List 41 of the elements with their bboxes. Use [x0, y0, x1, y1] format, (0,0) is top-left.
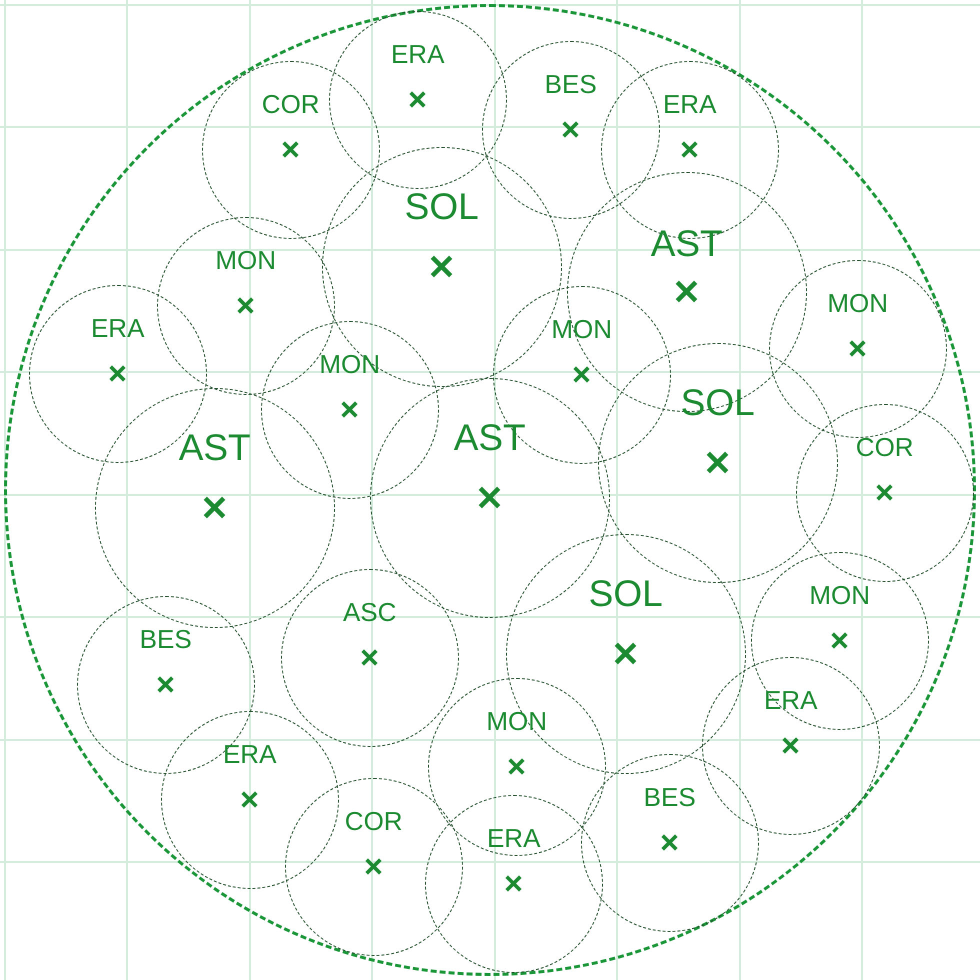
range-circle: [751, 552, 929, 730]
range-circle: [428, 678, 606, 856]
range-circle: [769, 260, 947, 438]
range-circle: [329, 11, 507, 189]
circle-label: COR: [856, 434, 914, 460]
range-circle: [95, 388, 335, 628]
range-circle: [796, 404, 974, 582]
circle-label: ERA: [764, 686, 818, 713]
circle-label: ERA: [662, 90, 716, 117]
circle-label: ASC: [342, 598, 396, 625]
circle-label: BES: [644, 784, 696, 810]
circle-label: MON: [319, 350, 380, 377]
circle-label: AST: [650, 225, 723, 262]
range-circle: [482, 41, 660, 219]
circle-label: ERA: [222, 740, 276, 767]
circle-label: AST: [454, 419, 526, 456]
circle-label: ERA: [390, 40, 444, 67]
circle-label: BES: [140, 626, 192, 652]
circle-label: ERA: [486, 824, 540, 851]
range-circle: [702, 657, 880, 835]
range-circle: [161, 711, 339, 889]
circle-label: MON: [551, 316, 612, 342]
circle-label: COR: [262, 90, 320, 117]
circle-label: MON: [486, 708, 548, 734]
range-circle: [425, 795, 603, 973]
circle-label: SOL: [680, 384, 755, 422]
range-circle: [261, 321, 439, 499]
circle-label: SOL: [404, 188, 479, 226]
range-circle: [581, 754, 759, 932]
range-circle: [202, 61, 380, 239]
boundary-circle: [4, 4, 976, 976]
circle-label: AST: [178, 429, 251, 466]
range-circle: [281, 569, 459, 747]
circle-label: ERA: [90, 314, 144, 341]
circle-label: MON: [809, 582, 870, 608]
circle-label: SOL: [588, 575, 663, 612]
circle-label: MON: [215, 246, 276, 273]
circle-label: COR: [344, 808, 403, 834]
circle-label: BES: [544, 70, 597, 97]
range-circle: [285, 778, 463, 956]
circle-label: MON: [827, 290, 888, 316]
